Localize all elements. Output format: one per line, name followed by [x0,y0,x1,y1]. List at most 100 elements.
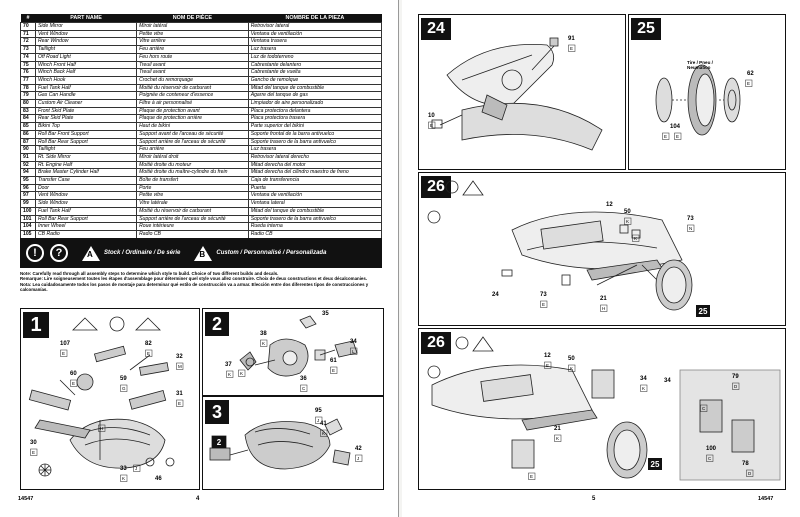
step-26a-drawing [427,180,693,311]
part-tree-letter: E [147,351,150,356]
part-tree-letter: E [570,46,573,51]
part-number-label: 10 [428,113,435,119]
part-tree-letter: C [702,406,706,411]
part-tree-letter: E [664,134,667,139]
variant-a-icon [72,317,98,331]
part-tree-box [632,234,640,242]
part-tree-letter: J [357,456,359,461]
left-page: # PART NAME NOM DE PIÈCE NOMBRE DE LA PI… [0,0,399,517]
step-25-drawing [655,64,741,136]
part-tree-letter: E [676,134,679,139]
header-part-name: PART NAME [35,14,137,23]
step-26b-subref: 25 [648,458,662,470]
step-2-drawing [239,315,358,377]
stock-triangle-icon: A [82,245,100,261]
part-tree-box [544,361,552,369]
part-tree-letter: E [62,351,65,356]
parts-table-header: # PART NAME NOM DE PIÈCE NOMBRE DE LA PI… [20,14,382,23]
step-25-number: 25 [631,18,661,40]
part-tree-letter: C [302,386,306,391]
part-tree-letter: M [178,364,182,369]
note-es: Nota: Lea cuidadosamente todos los pasos… [20,281,369,293]
part-number-label: 42 [355,446,362,452]
part-number-label: 46 [155,476,162,482]
part-tree-box [330,366,338,374]
part-tree-letter: C [708,456,712,461]
part-tree-letter: K [122,476,125,481]
part-number-label: 35 [322,311,329,317]
step-26b-drawing [427,336,781,481]
step-26b-number: 26 [421,332,451,354]
part-tree-box [706,454,714,462]
part-tree-box [226,370,234,378]
part-number-label: 73 [540,292,547,298]
part-tree-box [540,300,548,308]
part-number-label: 34 [640,376,647,382]
part-tree-box [428,121,436,129]
part-tree-box [528,472,536,480]
build-note: Note: Carefully read through all assembl… [20,271,382,293]
part-number-label: 30 [30,440,37,446]
part-number-label: 21 [554,426,561,432]
part-tree-letter: G [122,386,126,391]
part-tree-box [640,384,648,392]
part-number-label: 34 [664,378,671,384]
part-number-label: 24 [492,292,499,298]
part-number-label: 50 [624,209,631,215]
part-tree-box [732,382,740,390]
part-tree-box [355,454,363,462]
part-number-label: 33 [120,466,127,472]
part-number-label: 62 [747,71,754,77]
step-24-drawing [431,37,603,151]
part-tree-letter: K [626,219,629,224]
part-tree-box [662,132,670,140]
part-number-label: 12 [544,353,551,359]
step-2-number: 2 [205,312,229,336]
part-tree-box [260,339,268,347]
part-tree-letter: H [602,306,605,311]
part-number-label: 31 [176,391,183,397]
part-tree-letter: J [317,418,319,423]
part-tree-box [554,434,562,442]
step-3-subref: 2 [212,436,226,448]
part-tree-box [300,384,308,392]
part-tree-letter: J [135,466,137,471]
part-tree-letter: E [332,368,335,373]
note-en: Note: Carefully read through all assembl… [20,271,279,276]
part-tree-letter: D [734,384,738,389]
part-tree-box [120,384,128,392]
part-number-label: 37 [225,362,232,368]
part-tree-letter: E [72,381,75,386]
part-tree-box [350,347,358,355]
part-number-label: 41 [320,421,327,427]
part-tree-letter: E [546,363,549,368]
custom-label: Custom / Personnalisé / Personalizada [216,250,327,256]
part-tree-letter: K [240,371,243,376]
part-tree-box [238,369,246,377]
part-number-label: 73 [687,216,694,222]
part-tree-letter: N [689,226,692,231]
part-tree-box [176,399,184,407]
step-24-number: 24 [421,18,451,40]
product-code-left: 14547 [18,496,34,502]
part-tree-box [568,44,576,52]
part-number-label: 78 [742,461,749,467]
part-tree-letter: K [262,341,265,346]
step-3-number: 3 [205,400,229,424]
part-number-label: 104 [670,124,681,130]
part-tree-box [624,217,632,225]
part-number-label: 59 [120,376,127,382]
header-nom-de-piece: NOM DE PIÈCE [136,14,249,23]
part-number-label: 12 [606,202,613,208]
variant-b-icon [135,317,161,331]
part-tree-letter: D [748,471,752,476]
caution-icon [445,180,459,194]
part-number-label: 82 [145,341,152,347]
part-tree-letter: E [542,302,545,307]
part-tree-letter: E [32,450,35,455]
part-tree-letter: H [100,426,103,431]
part-number-label: 61 [330,358,337,364]
part-tree-box [145,349,153,357]
